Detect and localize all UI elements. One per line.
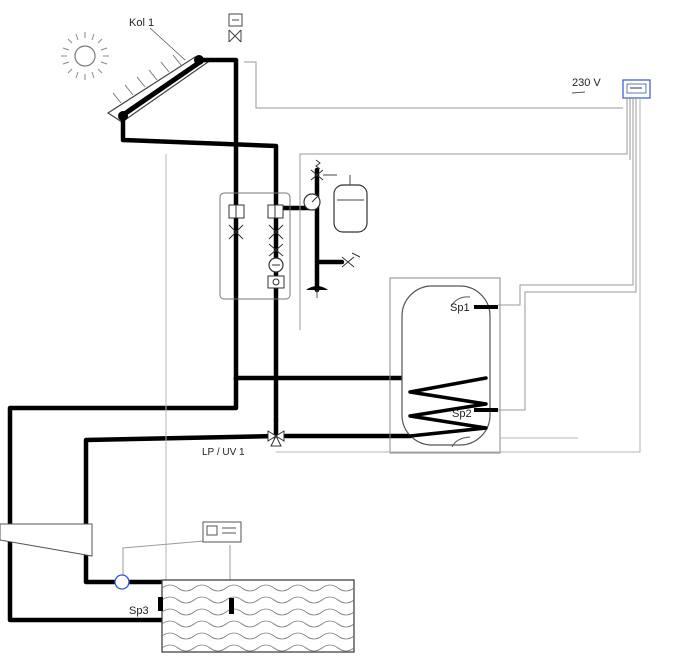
voltage-arrow	[571, 91, 586, 94]
sensor-sp1	[474, 305, 498, 309]
pool-heat-exchanger-icon	[0, 523, 93, 557]
pressure-gauge-icon	[303, 193, 321, 211]
pool-sensor-probe	[229, 598, 234, 614]
pump-icon	[267, 257, 285, 289]
solar-collector-icon	[106, 27, 210, 123]
sensor-sp3	[158, 597, 163, 611]
dirt-trap-icon	[306, 286, 328, 298]
pump-station	[219, 192, 291, 300]
pool-controller-icon	[202, 521, 242, 543]
collector-label: Kol 1	[129, 17, 154, 29]
drain-valve-icon	[341, 252, 361, 268]
controller-box-icon	[622, 79, 651, 99]
wiring	[122, 61, 641, 652]
valve-label: LP / UV 1	[202, 447, 245, 458]
solar-circuit-pipes	[7, 57, 489, 623]
safety-valve-icon	[310, 159, 337, 181]
sensor3-label: Sp3	[129, 605, 149, 617]
sensor1-label: Sp1	[450, 302, 470, 314]
sensor-sp2	[474, 408, 498, 412]
voltage-label: 230 V	[572, 77, 601, 89]
pool-pump-icon	[114, 574, 130, 590]
air-vent-icon	[228, 13, 243, 43]
sensor2-label: Sp2	[452, 408, 472, 420]
pool-water-icon	[161, 579, 355, 653]
three-way-valve-icon	[267, 430, 285, 447]
sun-icon	[61, 32, 109, 80]
storage-tank-icon	[389, 277, 501, 454]
expansion-vessel-icon	[333, 175, 368, 233]
